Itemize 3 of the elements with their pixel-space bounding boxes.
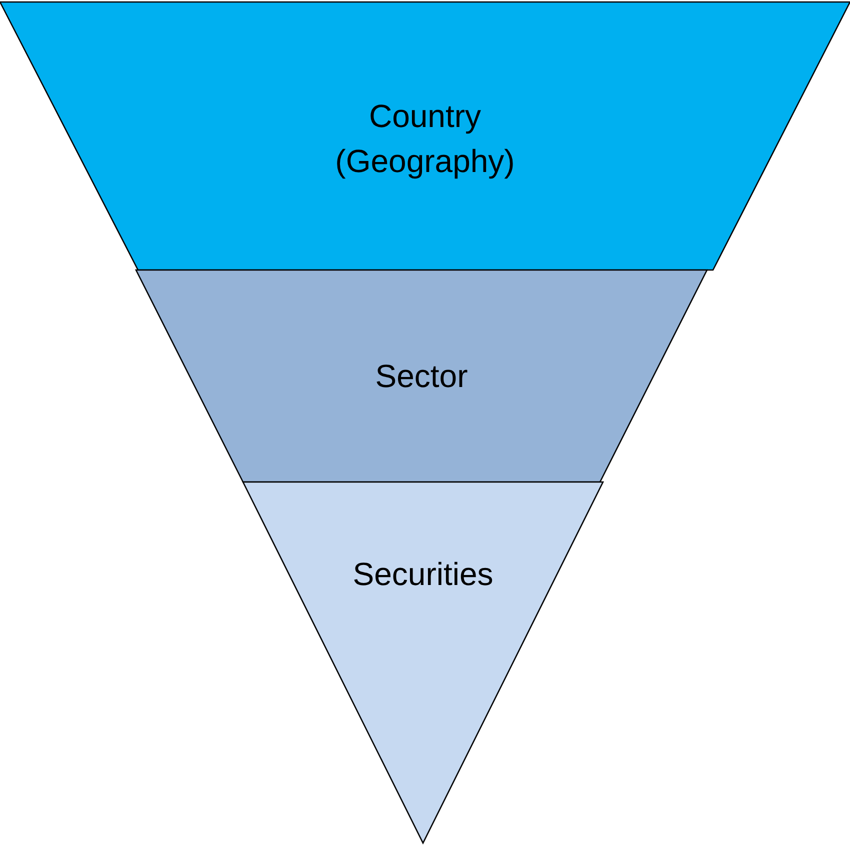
level-label: Country (Geography) <box>334 97 516 181</box>
level-label: Securities <box>352 555 494 594</box>
level-label: Sector <box>375 357 468 396</box>
